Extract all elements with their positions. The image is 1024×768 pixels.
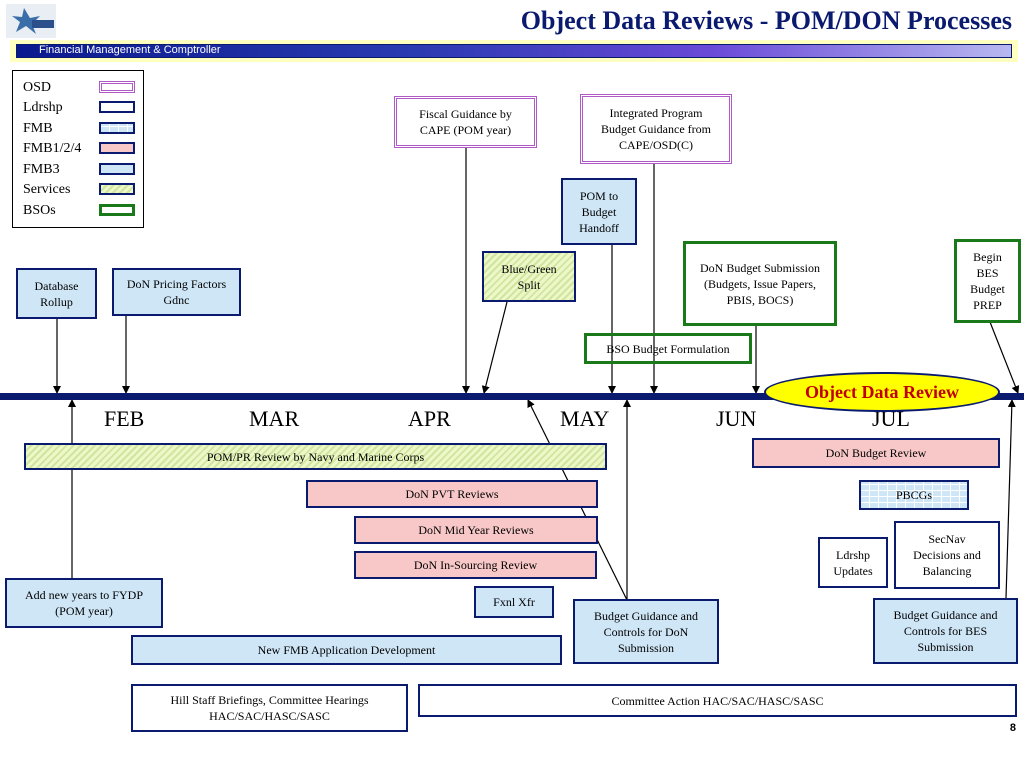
ldrshp-updates-box: Ldrshp Updates — [818, 537, 888, 588]
blue-green-box: Blue/Green Split — [482, 251, 576, 302]
guidance-bes-box: Budget Guidance and Controls for BES Sub… — [873, 598, 1018, 664]
bso-formulation-box: BSO Budget Formulation — [584, 333, 752, 364]
legend-swatch-bsos — [99, 204, 135, 216]
legend-swatch-ldrshp — [99, 101, 135, 113]
page-number: 8 — [1009, 722, 1016, 734]
legend-label-fmb3: FMB3 — [23, 162, 60, 177]
month-may: MAY — [560, 406, 610, 431]
month-jun: JUN — [716, 406, 757, 431]
database-rollup-box: Database Rollup — [16, 268, 97, 319]
fxnl-xfr-box: Fxnl Xfr — [474, 586, 554, 618]
legend-swatch-fmb3 — [99, 163, 135, 175]
legend: OSD Ldrshp FMB FMB1/2/4 FMB3 Services BS… — [12, 70, 144, 228]
banner-text: Financial Management & Comptroller — [39, 44, 221, 56]
fiscal-guidance-box: Fiscal Guidance by CAPE (POM year) — [394, 96, 537, 148]
pricing-factors-box: DoN Pricing Factors Gdnc — [112, 268, 241, 316]
arrow-begin-bes — [989, 321, 1020, 394]
month-mar: MAR — [249, 406, 300, 431]
legend-label-services: Services — [23, 182, 71, 197]
add-years-box: Add new years to FYDP (POM year) — [5, 578, 163, 628]
header-banner: Financial Management & Comptroller — [16, 44, 1012, 58]
ipbg-box: Integrated Program Budget Guidance from … — [580, 94, 732, 164]
pvt-reviews-box: DoN PVT Reviews — [306, 480, 598, 508]
insourcing-box: DoN In-Sourcing Review — [354, 551, 597, 579]
arrow-guidance-bes — [1005, 399, 1016, 599]
object-data-review-callout: Object Data Review — [764, 372, 1000, 412]
legend-label-fmb: FMB — [23, 121, 53, 136]
secnav-box: SecNav Decisions and Balancing — [894, 521, 1000, 589]
pbcgs-box: PBCGs — [859, 480, 969, 510]
arrow-blue-green — [481, 301, 508, 394]
legend-label-ldrshp: Ldrshp — [23, 100, 63, 115]
don-budget-review-box: DoN Budget Review — [752, 438, 1000, 468]
legend-label-fmb124: FMB1/2/4 — [23, 141, 82, 156]
fmb-app-box: New FMB Application Development — [131, 635, 562, 665]
guidance-don-box: Budget Guidance and Controls for DoN Sub… — [573, 599, 719, 664]
don-submission-box: DoN Budget Submission (Budgets, Issue Pa… — [683, 241, 837, 326]
legend-swatch-osd — [99, 81, 135, 93]
legend-label-osd: OSD — [23, 80, 52, 95]
begin-bes-box: Begin BES Budget PREP — [954, 239, 1021, 323]
logo — [6, 4, 56, 38]
legend-swatch-fmb — [99, 122, 135, 134]
pom-pr-review-box: POM/PR Review by Navy and Marine Corps — [24, 443, 607, 470]
mid-year-box: DoN Mid Year Reviews — [354, 516, 598, 544]
month-apr: APR — [408, 406, 451, 431]
legend-swatch-services — [99, 183, 135, 195]
page-title: Object Data Reviews - POM/DON Processes — [520, 6, 1012, 35]
timeline-bar — [0, 393, 1024, 400]
hill-staff-box: Hill Staff Briefings, Committee Hearings… — [131, 684, 408, 732]
pom-handoff-box: POM to Budget Handoff — [561, 178, 637, 245]
legend-label-bsos: BSOs — [23, 203, 56, 218]
month-feb: FEB — [104, 406, 145, 431]
legend-swatch-fmb124 — [99, 142, 135, 154]
committee-action-box: Committee Action HAC/SAC/HASC/SASC — [418, 684, 1017, 717]
